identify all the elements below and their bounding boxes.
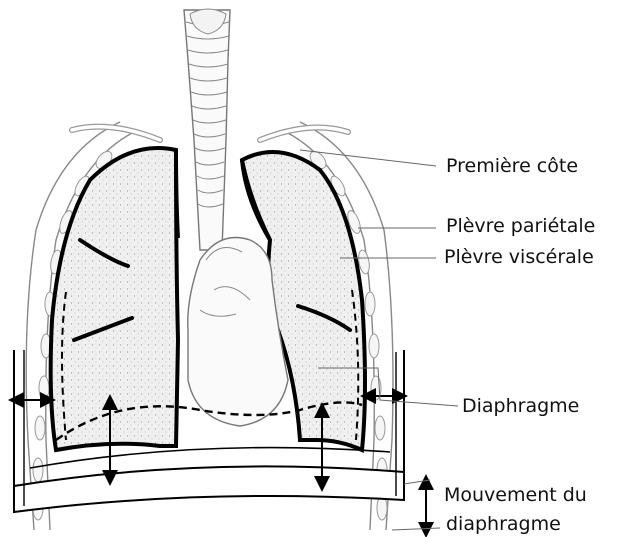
label-diaphragme-movement: diaphragme bbox=[446, 515, 561, 534]
left-lung bbox=[51, 148, 178, 450]
label-plevre-viscerale: Plèvre viscérale bbox=[444, 248, 594, 267]
trachea bbox=[184, 9, 230, 250]
label-mouvement-du: Mouvement du bbox=[444, 486, 587, 505]
label-premiere-cote: Première côte bbox=[446, 157, 578, 176]
label-plevre-parietale: Plèvre pariétale bbox=[446, 217, 595, 236]
label-diaphragme: Diaphragme bbox=[462, 397, 579, 416]
